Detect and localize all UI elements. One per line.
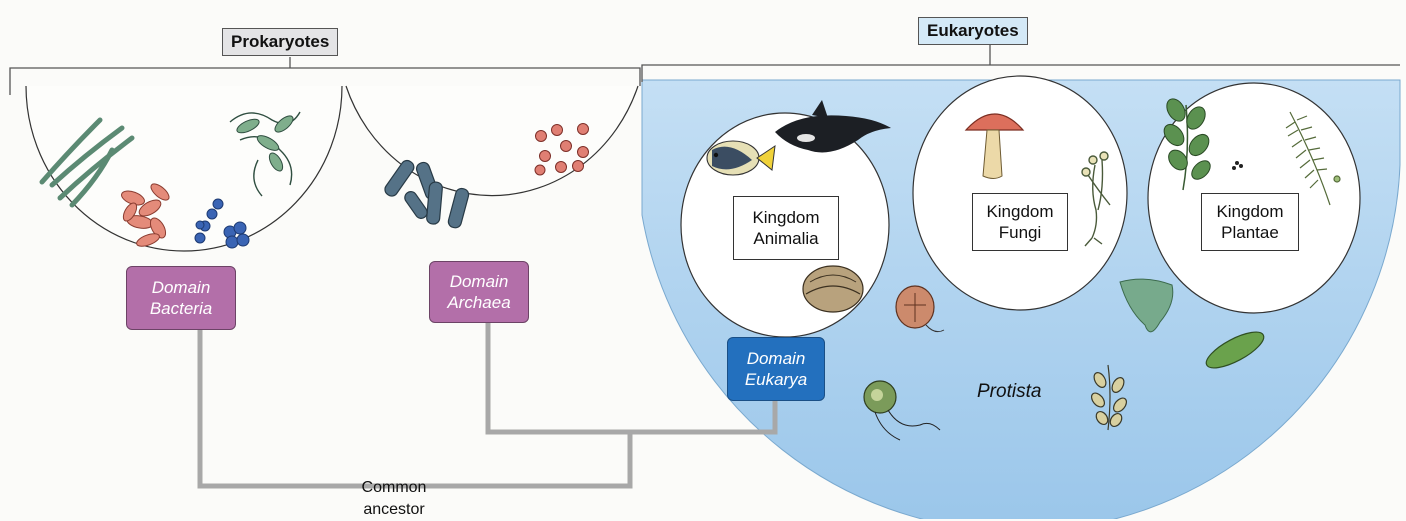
- domain-bacteria-line2: Bacteria: [150, 298, 212, 319]
- kingdom-fungi-line2: Fungi: [999, 222, 1042, 243]
- common-ancestor-line1: Common: [346, 477, 442, 499]
- kingdom-fungi-box: Kingdom Fungi: [972, 193, 1068, 251]
- domain-archaea-line1: Domain: [450, 271, 509, 292]
- domain-bacteria-box: Domain Bacteria: [126, 266, 236, 330]
- clam-icon: [803, 266, 863, 312]
- kingdom-animalia-line1: Kingdom: [752, 207, 819, 228]
- common-ancestor-label: Common ancestor: [346, 477, 442, 521]
- domain-eukarya-line2: Eukarya: [745, 369, 807, 390]
- domain-bacteria-line1: Domain: [152, 277, 211, 298]
- protista-label: Protista: [977, 381, 1041, 403]
- eukaryotes-label: Eukaryotes: [918, 17, 1028, 45]
- kingdom-plantae-line2: Plantae: [1221, 222, 1279, 243]
- phylogeny-lines: [200, 323, 775, 486]
- prokaryotes-label: Prokaryotes: [222, 28, 338, 56]
- kingdom-animalia-line2: Animalia: [753, 228, 818, 249]
- kingdom-fungi-line1: Kingdom: [986, 201, 1053, 222]
- archaea-bowl: [346, 86, 638, 196]
- common-ancestor-line2: ancestor: [346, 499, 442, 521]
- domain-eukarya-box: Domain Eukarya: [727, 337, 825, 401]
- kingdom-plantae-box: Kingdom Plantae: [1201, 193, 1299, 251]
- kingdom-plantae-line1: Kingdom: [1216, 201, 1283, 222]
- domain-eukarya-line1: Domain: [747, 348, 806, 369]
- domain-archaea-line2: Archaea: [447, 292, 510, 313]
- domain-archaea-box: Domain Archaea: [429, 261, 529, 323]
- kingdom-animalia-box: Kingdom Animalia: [733, 196, 839, 260]
